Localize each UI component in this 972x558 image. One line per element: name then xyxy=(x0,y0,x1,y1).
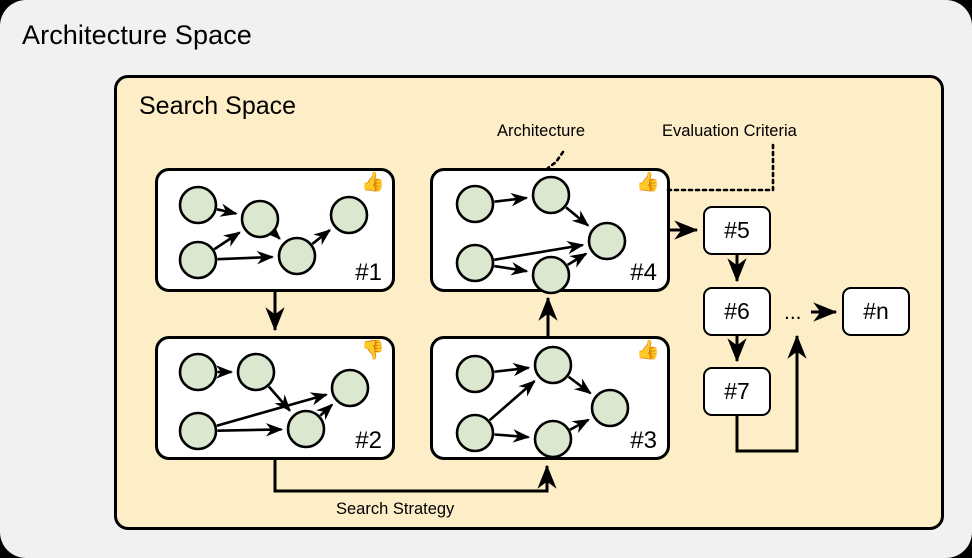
thumbs-up-icon: 👍 xyxy=(636,340,660,361)
graph-node xyxy=(455,354,495,394)
graph-edge xyxy=(566,252,588,268)
thumbs-up-icon: 👍 xyxy=(361,172,385,193)
graph-node xyxy=(587,221,627,261)
graph-node xyxy=(330,368,370,408)
graph-edge xyxy=(494,362,531,377)
graph-node xyxy=(178,411,218,451)
architecture-card-4[interactable]: 👍 #4 xyxy=(430,168,670,295)
evaluation-box-5-label: #5 xyxy=(724,217,750,243)
graph-edge xyxy=(565,206,590,227)
evaluation-box-6-label: #6 xyxy=(724,298,750,324)
evaluation-criteria-annotation-label: Evaluation Criteria xyxy=(662,122,797,140)
graph-edge xyxy=(263,222,281,240)
graph-node xyxy=(178,185,218,225)
architecture-annotation-label: Architecture xyxy=(497,122,586,140)
graph-edge xyxy=(216,392,328,427)
ellipsis-label: ... xyxy=(784,301,802,324)
graph-edge xyxy=(267,385,291,412)
graph-edge xyxy=(213,231,241,251)
search-strategy-annotation-label: Search Strategy xyxy=(336,500,455,518)
graph-node xyxy=(531,175,571,215)
graph-edge xyxy=(217,250,275,265)
graph-edge xyxy=(494,240,585,262)
graph-node xyxy=(178,240,218,280)
page-title: Architecture Space xyxy=(22,20,252,50)
graph-node xyxy=(178,352,218,392)
graph-edge xyxy=(217,422,284,437)
evaluation-box-7-label: #7 xyxy=(724,378,750,404)
graph-node xyxy=(455,184,495,224)
graph-edge xyxy=(311,229,331,246)
evaluation-box-7[interactable]: #7 xyxy=(703,367,771,416)
search-space-panel: Search Space xyxy=(114,75,944,530)
graph-node xyxy=(236,352,276,392)
card-label-3: #3 xyxy=(630,427,657,454)
architecture-card-3[interactable]: 👍 #3 xyxy=(430,336,670,460)
graph-node xyxy=(531,255,571,295)
architecture-card-1[interactable]: 👍 #1 xyxy=(155,168,395,292)
thumbs-down-icon: 👎 xyxy=(361,340,385,361)
graph-edge xyxy=(569,418,590,434)
graph-edge xyxy=(567,375,592,395)
search-space-title: Search Space xyxy=(139,92,297,120)
graph-edge xyxy=(494,429,531,443)
graph-node xyxy=(533,345,573,385)
evaluation-box-n[interactable]: #n xyxy=(842,287,910,336)
card-label-4: #4 xyxy=(630,259,657,286)
evaluation-box-5[interactable]: #5 xyxy=(703,206,771,255)
graph-edge xyxy=(488,380,536,422)
architecture-card-2[interactable]: 👎 #2 xyxy=(155,336,395,460)
graph-edge xyxy=(494,262,529,276)
graph-node xyxy=(533,419,573,459)
thumbs-up-icon: 👍 xyxy=(636,172,660,193)
graph-node xyxy=(277,236,317,276)
graph-node xyxy=(240,199,280,239)
evaluation-box-6[interactable]: #6 xyxy=(703,287,771,336)
card-label-2: #2 xyxy=(355,427,382,454)
graph-node xyxy=(455,413,495,453)
card-label-1: #1 xyxy=(355,259,382,286)
evaluation-box-n-label: #n xyxy=(863,298,889,324)
graph-node xyxy=(455,243,495,283)
graph-node xyxy=(329,195,369,235)
graph-edge xyxy=(216,203,238,217)
graph-node xyxy=(286,409,326,449)
graph-edge xyxy=(316,403,334,421)
graph-node xyxy=(590,388,630,428)
graph-edge xyxy=(494,193,529,207)
